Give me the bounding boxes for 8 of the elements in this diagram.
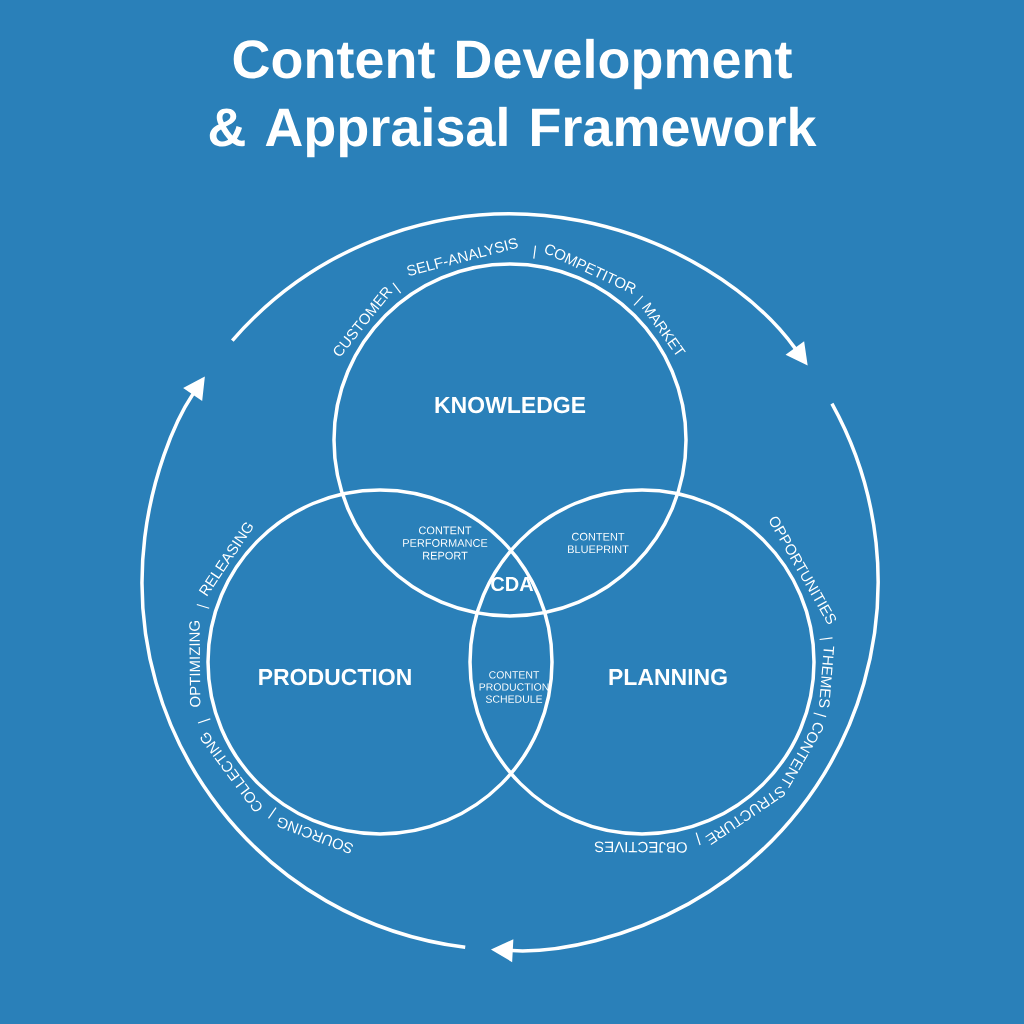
title: Content Development & Appraisal Framework bbox=[209, 38, 817, 158]
arc-label: OPTIMIZING bbox=[189, 621, 201, 707]
arc-label: THEMES bbox=[819, 646, 835, 708]
overlap-label: CONTENT BLUEPRINT bbox=[568, 532, 629, 554]
overlap-label: CONTENT PERFORMANCE REPORT bbox=[403, 526, 488, 560]
overlap-label: CDA bbox=[491, 576, 534, 592]
overlap-label: CONTENT PRODUCTION SCHEDULE bbox=[479, 671, 549, 703]
arc-label: OBJECTIVES bbox=[594, 841, 687, 853]
